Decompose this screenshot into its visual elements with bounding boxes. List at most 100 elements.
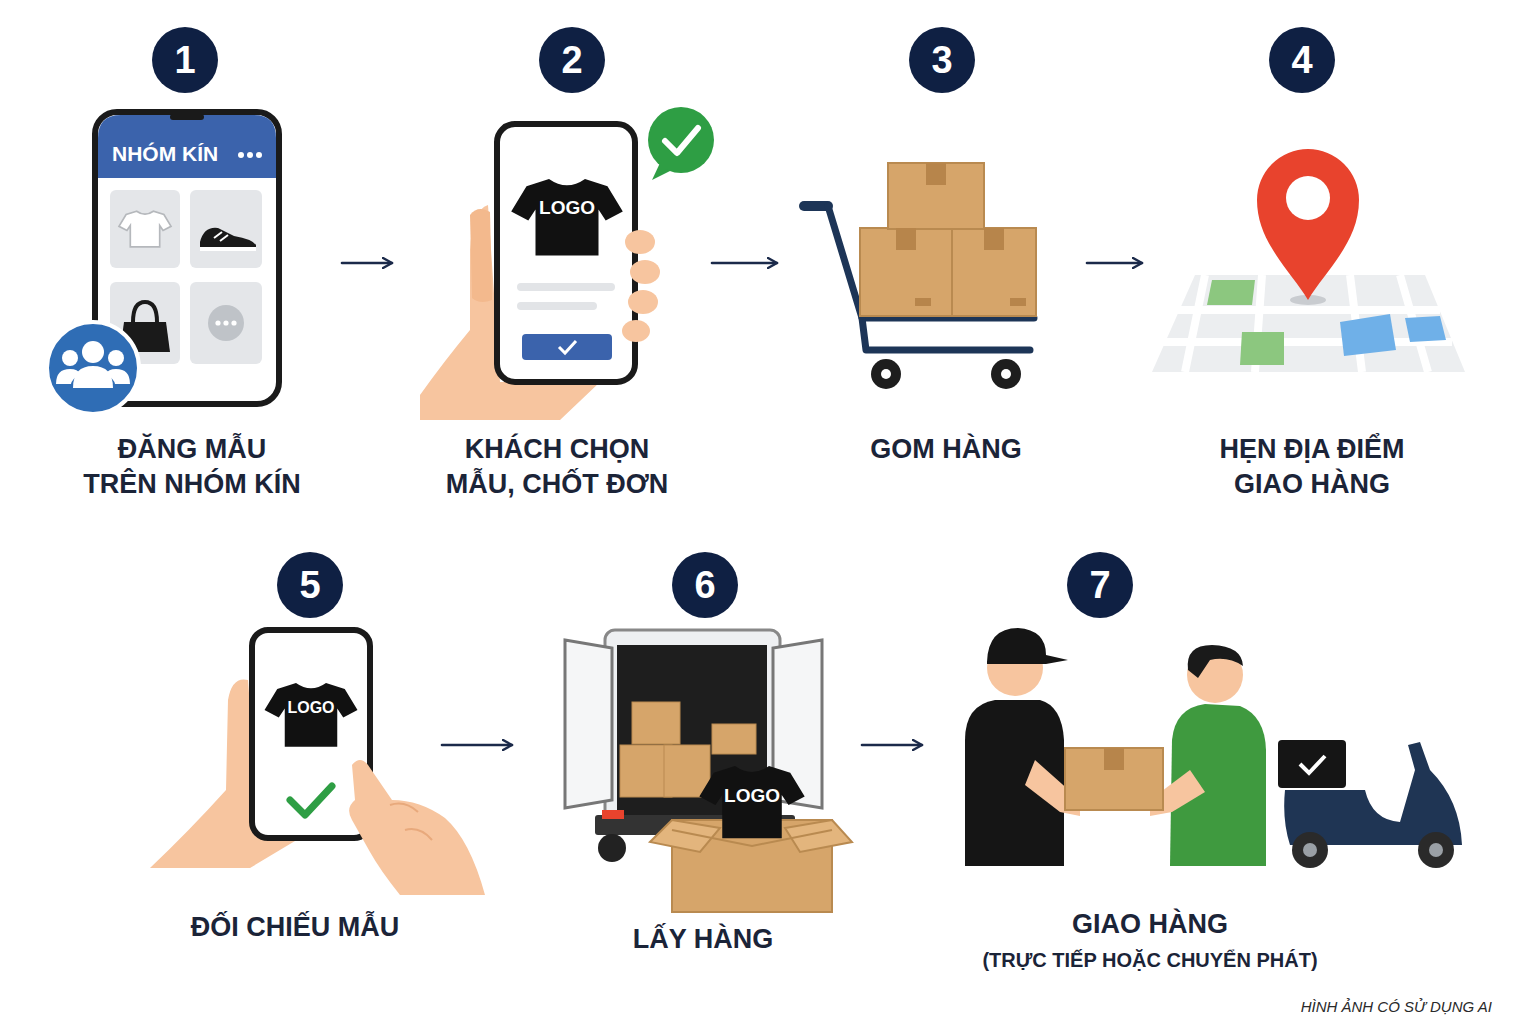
illustration-label: LOGO (724, 785, 780, 807)
van-illustration-part (598, 834, 626, 862)
illustration-label: LOGO (539, 197, 595, 219)
phone-group-illustration-part (62, 350, 78, 366)
step-number: 2 (561, 39, 582, 82)
illustration-label: NHÓM KÍN (112, 142, 218, 166)
step-number: 5 (299, 564, 320, 607)
step-caption: ĐỐI CHIẾU MẪU (150, 910, 440, 945)
hand-phone-illustration-part (630, 260, 660, 284)
step-number: 6 (694, 564, 715, 607)
delivery-illustration-part (987, 628, 1068, 664)
phone-group-illustration-part (133, 302, 157, 322)
cart-illustration-part (915, 298, 931, 306)
van-illustration (565, 630, 852, 912)
map-pin-illustration-part (1257, 149, 1359, 300)
step-caption: LẤY HÀNG (553, 922, 853, 957)
step-caption: GOM HÀNG (806, 432, 1086, 467)
cart-illustration-part (991, 359, 1021, 389)
van-illustration-part (672, 830, 832, 846)
phone-group-illustration-part (208, 305, 244, 341)
phone-group-illustration-part (190, 282, 262, 364)
delivery-illustration-part (1292, 832, 1328, 868)
step-number-badge: 1 (152, 27, 218, 93)
hand-phone-illustration-part (628, 290, 658, 314)
van-illustration-part (602, 810, 624, 819)
hand-phone-illustration-part (665, 128, 698, 153)
step-panel: 3GOM HÀNG (785, 20, 1085, 510)
van-illustration-part (632, 702, 680, 744)
cart-illustration-part (871, 359, 901, 389)
compare-phone-illustration-part (265, 683, 358, 747)
cart-illustration-part (881, 369, 891, 379)
phone-group-illustration-part (56, 369, 80, 384)
phone-group-illustration-part (170, 114, 204, 120)
cart-illustration-part (862, 318, 1030, 350)
hand-phone-illustration-part (517, 283, 615, 291)
cart-illustration-part (804, 201, 828, 211)
hand-phone-illustration-part (622, 320, 650, 342)
delivery-illustration-part (1418, 832, 1454, 868)
step-panel: 5ĐỐI CHIẾU MẪU (150, 548, 440, 988)
hand-phone-illustration-part (470, 209, 492, 302)
cart-illustration-part (896, 228, 916, 250)
flow-arrow (862, 744, 922, 747)
step-panel: 7GIAO HÀNG(TRỰC TIẾP HOẶC CHUYỂN PHÁT) (930, 548, 1475, 988)
cart-illustration-part (860, 228, 952, 316)
step-caption: KHÁCH CHỌN MẪU, CHỐT ĐƠN (392, 432, 722, 502)
step-number-badge: 4 (1269, 27, 1335, 93)
delivery-illustration-part (1429, 843, 1443, 857)
hand-phone-illustration-part (648, 107, 714, 173)
hand-phone-illustration-part (559, 341, 576, 353)
cart-illustration-part (1010, 298, 1026, 306)
map-pin-illustration-part (1286, 176, 1330, 220)
phone-group-illustration-part (256, 152, 262, 158)
delivery-illustration-part (1303, 843, 1317, 857)
map-pin-illustration-part (1405, 316, 1446, 342)
phone-group-illustration-part (98, 115, 276, 178)
compare-phone-illustration (150, 630, 485, 895)
phone-group-illustration (47, 112, 279, 414)
phone-group-illustration-part (200, 228, 256, 251)
phone-group-illustration-part (106, 369, 130, 384)
van-illustration-part (785, 820, 852, 852)
van-illustration-part (650, 820, 720, 852)
phone-group-illustration-part (82, 341, 104, 363)
map-pin-illustration-part (1340, 314, 1396, 356)
compare-phone-illustration-part (390, 804, 432, 840)
phone-group-illustration-part (231, 320, 236, 325)
step-subcaption: (TRỰC TIẾP HOẶC CHUYỂN PHÁT) (920, 947, 1380, 973)
cart-illustration-part (1001, 369, 1011, 379)
van-illustration-part (712, 724, 756, 754)
flow-arrow (712, 262, 777, 265)
hand-phone-illustration-part (511, 179, 623, 256)
phone-group-illustration-part (238, 152, 244, 158)
compare-phone-illustration-part (290, 786, 332, 815)
step-caption: ĐĂNG MẪU TRÊN NHÓM KÍN (42, 432, 342, 502)
step-panel: 4HẸN ĐỊA ĐIỂM GIAO HÀNG (1150, 20, 1480, 510)
phone-group-illustration-part (223, 320, 228, 325)
phone-group-illustration-part (247, 152, 253, 158)
map-pin-illustration-part (1240, 332, 1284, 365)
map-pin-illustration (1152, 149, 1465, 372)
hand-phone-illustration-part (522, 334, 612, 360)
phone-group-illustration-part (190, 190, 262, 268)
delivery-illustration-part (1188, 645, 1243, 678)
delivery-illustration-part (1065, 748, 1163, 810)
phone-group-illustration-part (215, 320, 220, 325)
hand-phone-illustration (420, 107, 714, 420)
step-panel: 1ĐĂNG MẪU TRÊN NHÓM KÍN (40, 20, 340, 510)
van-illustration-part (605, 630, 780, 825)
step-panel: 2KHÁCH CHỌN MẪU, CHỐT ĐƠN (400, 20, 710, 510)
step-number-badge: 2 (539, 27, 605, 93)
delivery-illustration-part (1278, 740, 1346, 788)
phone-group-illustration-part (47, 322, 139, 414)
flow-arrow (342, 262, 392, 265)
hand-phone-illustration-part (517, 302, 597, 310)
cart-illustration-part (952, 228, 1036, 316)
phone-group-illustration-part (108, 350, 124, 366)
step-number-badge: 7 (1067, 552, 1133, 618)
cart-illustration-part (926, 163, 946, 185)
phone-group-illustration-part (110, 190, 180, 268)
step-number: 1 (174, 39, 195, 82)
